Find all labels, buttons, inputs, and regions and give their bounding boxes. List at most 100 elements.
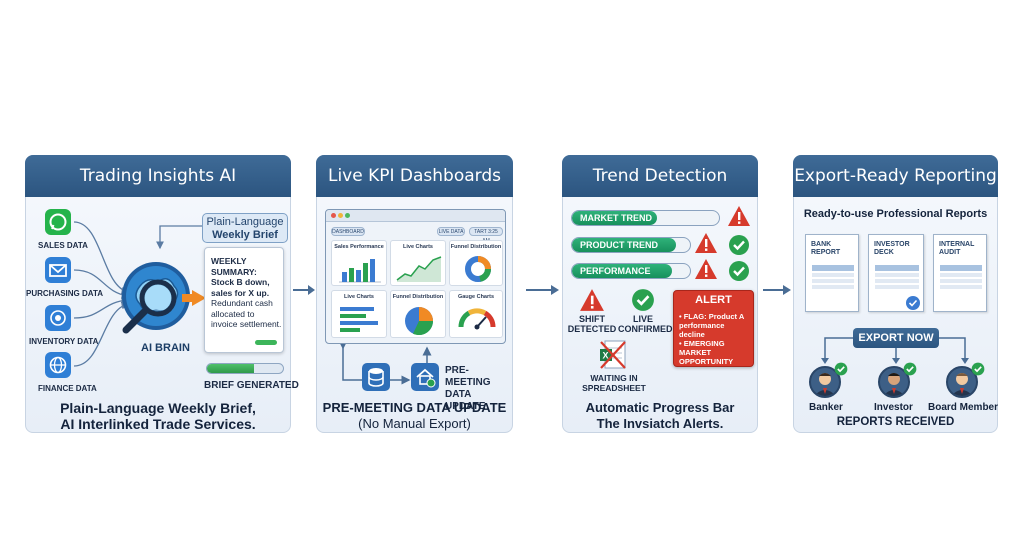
- ai-brain-label: AI BRAIN: [141, 342, 190, 354]
- card-live-charts: Live Charts: [390, 240, 446, 286]
- investor-avatar: [878, 366, 910, 398]
- bullet-dot-icon: •: [679, 339, 684, 348]
- bubble-line-2: Weekly Brief: [212, 229, 278, 241]
- waiting-line-2: SPREADSHEET: [582, 383, 646, 393]
- warning-icon: [695, 259, 717, 279]
- shift-warning-icon: [580, 289, 604, 311]
- pre-meeting-label: PRE-MEETING DATA UPDATE: [445, 365, 512, 413]
- trend-bar-performance: PERFORMANCE: [571, 263, 691, 279]
- panel-title: Trading Insights AI: [25, 155, 291, 197]
- alert-item-opportunity: • EMERGING MARKET OPPORTUNITY: [679, 339, 749, 366]
- source-label-finance: FINANCE DATA: [38, 384, 97, 393]
- dashboard-tab[interactable]: DASHBOARD: [331, 227, 365, 236]
- waiting-label: WAITING IN SPREADSHEET: [579, 373, 649, 393]
- trend-fill: [572, 211, 658, 225]
- pre-meeting-line-1: PRE-MEETING: [445, 365, 491, 388]
- spreadsheet-icon: X: [599, 339, 627, 371]
- check-icon: [903, 362, 917, 376]
- card-title: Funnel Distribution: [392, 294, 444, 300]
- doc-title-line: INTERNAL: [939, 241, 975, 248]
- export-connectors: [821, 337, 969, 364]
- flow-arrow: [763, 285, 791, 295]
- check-icon: [834, 362, 848, 376]
- dashboard-window: DASHBOARD LIVE DATA TART 3:25 AM Sales P…: [325, 209, 506, 344]
- doc-table-icon: [875, 265, 919, 289]
- panel-trend-detection: Trend Detection MARKET TREND PRODUCT TRE…: [562, 155, 758, 433]
- summary-line: allocated to: [211, 308, 255, 319]
- pre-meeting-line-2: DATA UPDATE: [445, 389, 486, 412]
- caption-line-1: Plain-Language Weekly Brief,: [60, 400, 256, 416]
- flow-arrow: [293, 285, 315, 295]
- panel-live-kpi: Live KPI Dashboards DASHBOARD LIVE DATA …: [316, 155, 513, 433]
- alert-title: ALERT: [695, 294, 732, 306]
- trend-fill: [572, 238, 676, 252]
- doc-title-line: DECK: [874, 249, 894, 256]
- caption-line-2: AI Interlinked Trade Services.: [60, 416, 256, 432]
- brief-progress-bar: [206, 363, 284, 374]
- trend-label: PRODUCT TREND: [580, 240, 658, 250]
- warning-icon: [695, 233, 717, 253]
- waiting-line-1: WAITING IN: [590, 373, 638, 383]
- recipient-label: Board Member: [928, 402, 999, 413]
- donut-chart-icon: [465, 256, 491, 282]
- bubble-line-1: Plain-Language: [206, 216, 284, 228]
- panel-caption: PRE-MEETING DATA UPDATE (No Manual Expor…: [317, 400, 512, 432]
- panel-caption: Plain-Language Weekly Brief, AI Interlin…: [26, 400, 290, 432]
- whatsapp-icon: [45, 209, 71, 235]
- weekly-brief-bubble: Plain-Language Weekly Brief: [202, 213, 288, 243]
- live-data-pill: LIVE DATA: [437, 227, 465, 236]
- panel-caption: Automatic Progress Bar The Invsiatch Ale…: [563, 400, 757, 432]
- card-title: Live Charts: [403, 244, 433, 250]
- brief-status: BRIEF GENERATED: [204, 380, 299, 391]
- brief-progress-fill: [207, 364, 255, 373]
- check-icon: [729, 261, 749, 281]
- recipient-label: Investor: [874, 402, 913, 413]
- panel-trading-insights: Trading Insights AI SALES DATA PURCHASIN…: [25, 155, 299, 433]
- alert-item-text: EMERGING MARKET OPPORTUNITY: [679, 339, 734, 366]
- caption-line-1: Automatic Progress Bar: [585, 400, 735, 415]
- card-live-charts-2: Live Charts: [331, 290, 387, 338]
- summary-text: WEEKLY SUMMARY: Stock B down, sales for …: [211, 256, 283, 330]
- database-icon: [362, 363, 390, 391]
- card-sales-performance: Sales Performance: [331, 240, 387, 286]
- pie-chart-icon: [405, 307, 434, 336]
- summary-line: Stock B down,: [211, 277, 270, 287]
- trend-bar-product: PRODUCT TREND: [571, 237, 691, 253]
- mail-icon: [45, 257, 71, 283]
- summary-progress: [255, 340, 277, 345]
- card-title: Live Charts: [344, 294, 374, 300]
- trend-label: MARKET TREND: [580, 213, 652, 223]
- doc-title-line: BANK: [811, 241, 832, 248]
- maximize-dot-icon: [345, 213, 350, 218]
- source-label-purchasing: PURCHASING DATA: [26, 289, 104, 298]
- window-titlebar: [326, 210, 505, 222]
- card-title: Sales Performance: [334, 244, 384, 250]
- shift-line-2: DETECTED: [567, 324, 617, 334]
- ai-brain-icon: [122, 262, 206, 334]
- doc-title-line: AUDIT: [939, 249, 961, 256]
- export-now-button[interactable]: EXPORT NOW: [853, 328, 939, 348]
- alert-item-flag: • FLAG: Product A performance decline: [679, 312, 749, 339]
- summary-line: WEEKLY SUMMARY:: [211, 256, 257, 277]
- card-gauge-charts: Gauge Charts: [449, 290, 503, 338]
- banker-avatar: [809, 366, 841, 398]
- card-title: Funnel Distribution: [450, 244, 502, 250]
- summary-line: sales for X up.: [211, 287, 270, 298]
- close-dot-icon: [331, 213, 336, 218]
- panel-export-reporting: Export-Ready Reporting Ready-to-use Prof…: [793, 155, 998, 433]
- live-line-2: CONFIRMED: [618, 324, 673, 334]
- weekly-summary-card: WEEKLY SUMMARY: Stock B down, sales for …: [204, 247, 284, 353]
- summary-line: invoice settlement.: [211, 319, 282, 329]
- horizontal-bar-icon: [340, 307, 378, 332]
- caption-line-2: (No Manual Export): [358, 416, 471, 431]
- doc-table-icon: [812, 265, 854, 289]
- live-confirmed-label: LIVE CONFIRMED: [618, 314, 673, 334]
- check-icon: [971, 362, 985, 376]
- summary-line: Redundant cash: [211, 298, 273, 308]
